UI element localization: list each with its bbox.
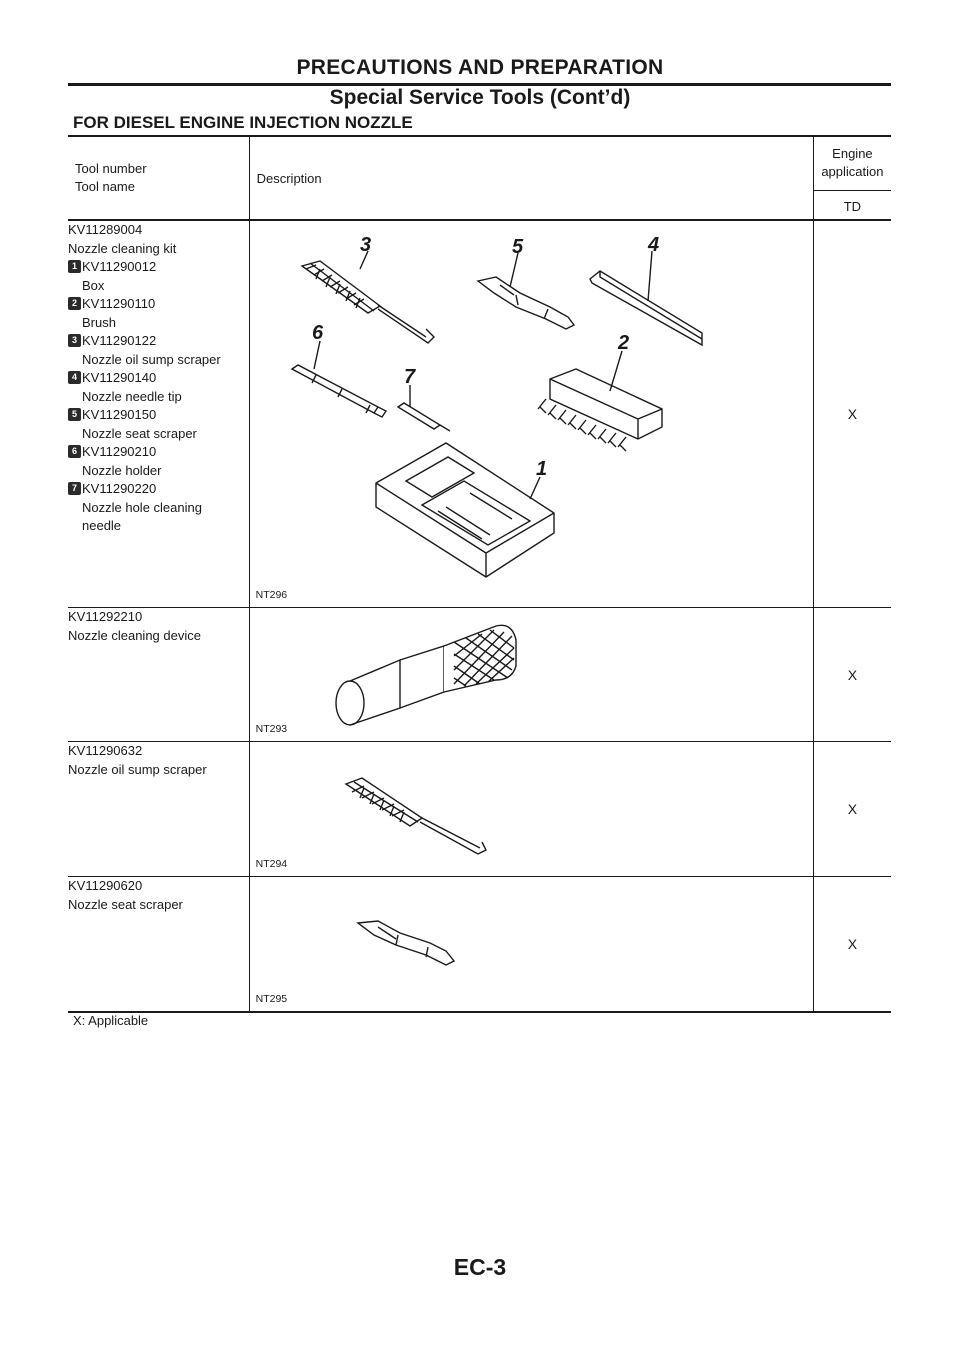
col-header-description: Description [248,137,814,220]
part-name-cont: needle [82,518,122,533]
seat-scraper-illustration [355,920,455,966]
part-name: Nozzle seat scraper [82,425,197,441]
illustration-cell: NT293 [248,607,814,742]
part-index-badge: 1 [68,260,81,273]
part-index-badge: 7 [68,482,81,495]
col-header-engine: Engine application TD [813,137,891,220]
applicability-cell: X [813,877,891,1013]
illustration-cell: NT294 [248,741,814,877]
section-rule [68,135,891,137]
applicability-mark: X [847,666,858,683]
part-name: Nozzle holder [82,462,162,478]
applicability-cell: X [813,742,891,877]
table-row: KV11290620 Nozzle seat scraper NT295 X [68,876,891,1013]
callout-2: 2 [617,332,629,354]
illustration-cell: 3 5 4 6 7 2 1 NT296 [248,220,814,608]
part-number: KV11290150 [82,407,157,422]
figure-code: NT293 [255,723,288,735]
tool-name: Nozzle cleaning device [68,627,201,643]
callout-7: 7 [404,366,416,388]
col-header-tool: Tool number Tool name [68,137,249,220]
tool-cell: KV11292210 Nozzle cleaning device [68,608,249,742]
part-index-badge: 4 [68,371,81,384]
part-name: Brush [82,314,116,330]
tool-name: Nozzle seat scraper [68,896,183,912]
part-number: KV11290122 [82,333,157,348]
part-name: Nozzle hole cleaning [82,499,202,515]
part-number: KV11290210 [82,444,157,459]
application-label: application [821,164,884,179]
oil-sump-scraper-drawing [300,250,435,344]
callout-5: 5 [512,236,524,258]
cleaning-device-illustration [334,624,517,726]
footnote: X: Applicable [73,1013,149,1028]
engine-td-label: TD [813,190,891,219]
part-name: Nozzle oil sump scraper [82,351,221,367]
nozzle-kit-illustration: 3 5 4 6 7 2 1 [290,234,703,578]
part-index-badge: 5 [68,408,81,421]
part-number: KV11290012 [82,259,157,274]
table-row: KV11290632 Nozzle oil sump scraper NT294… [68,741,891,877]
tool-cell: KV11290632 Nozzle oil sump scraper [68,742,249,877]
part-index-badge: 6 [68,445,81,458]
applicability-mark: X [847,406,858,422]
tool-number: KV11290620 [68,878,143,893]
tools-table: Tool number Tool name Description Engine… [68,137,891,1013]
brush-drawing [537,350,663,452]
page-number: EC-3 [453,1254,507,1280]
header-rule [68,83,891,86]
col-header-tool-number: Tool number [75,161,147,176]
applicability-cell: X [813,608,891,742]
illustration-cell: NT295 [248,876,814,1012]
hole-cleaning-needle-drawing [396,385,450,432]
engine-label: Engine [832,146,873,161]
part-number: KV11290110 [82,296,156,311]
part-name: Nozzle needle tip [82,388,182,404]
section-title: FOR DIESEL ENGINE INJECTION NOZZLE [73,113,413,132]
tool-name: Nozzle oil sump scraper [68,761,207,777]
figure-code: NT296 [255,589,288,601]
tool-number: KV11292210 [68,609,143,624]
tool-number: KV11289004 [68,222,143,237]
applicability-mark: X [847,936,858,952]
table-row: KV11292210 Nozzle cleaning device NT293 … [68,607,891,742]
nozzle-holder-drawing [290,340,387,418]
tool-number: KV11290632 [68,743,143,758]
oil-sump-scraper-illustration [344,777,487,855]
table-header-row: Tool number Tool name Description Engine… [68,137,891,220]
figure-code: NT294 [255,858,288,870]
seat-scraper-drawing [475,252,575,330]
callout-1: 1 [536,458,547,480]
needle-tip-drawing [588,250,703,347]
tool-name: Nozzle cleaning kit [68,240,177,256]
callout-6: 6 [312,322,324,344]
part-number: KV11290220 [82,481,157,496]
callout-3: 3 [360,234,371,256]
figure-code: NT295 [255,993,288,1005]
engine-application-label: Engine application [814,137,891,181]
header-category: PRECAUTIONS AND PREPARATION [296,56,664,79]
part-index-badge: 3 [68,334,81,347]
tool-cell: KV11290620 Nozzle seat scraper [68,877,249,1013]
part-number: KV11290140 [82,370,157,385]
col-header-tool-name: Tool name [75,179,135,194]
part-index-badge: 2 [68,297,81,310]
applicability-mark: X [847,801,858,817]
header-subtitle: Special Service Tools (Cont’d) [329,86,631,109]
applicability-cell: X [813,220,891,608]
callout-4: 4 [647,234,659,256]
box-drawing [374,442,555,578]
part-name: Box [82,277,105,293]
